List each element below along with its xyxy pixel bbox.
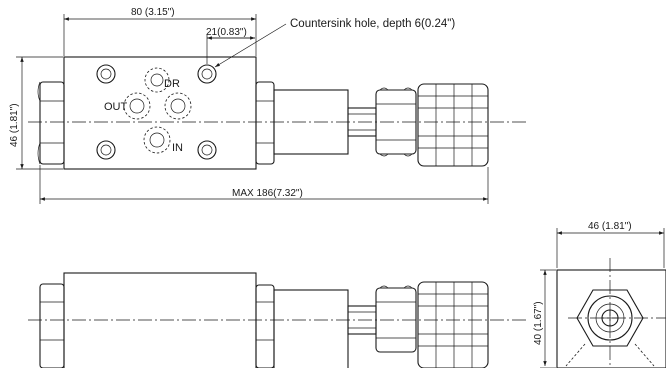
mounting-hole-bottom-right: [197, 140, 217, 160]
dim-top-width: [63, 14, 257, 56]
port-out: [123, 92, 151, 120]
side-lock-nut: [375, 285, 417, 353]
dim-overall-length-text: MAX 186(7.32"): [232, 188, 303, 199]
dim-hole-offset-text: 21(0.83"): [206, 27, 247, 38]
top-lock-nut: [375, 87, 417, 157]
port-in: [143, 126, 171, 154]
side-spring-housing: [273, 289, 349, 368]
side-view: [28, 272, 528, 368]
top-view: DR OUT IN: [9, 7, 528, 204]
top-valve-body: [63, 56, 257, 170]
top-right-hex-nut: [255, 81, 275, 165]
dim-top-height: [16, 56, 63, 170]
dim-overall-length: [39, 165, 489, 204]
dim-top-height-text: 46 (1.81"): [9, 103, 20, 147]
dim-end-height-text: 40 (1.67"): [533, 301, 544, 345]
dim-end-width: [556, 228, 665, 268]
dim-end-width-text: 46 (1.81"): [588, 221, 632, 232]
side-valve-body: [63, 272, 257, 368]
port-label-in: IN: [172, 142, 183, 154]
mounting-hole-bottom-left: [96, 140, 116, 160]
port-label-dr: DR: [164, 78, 180, 90]
port-t: [164, 92, 192, 120]
dim-end-height: [540, 269, 556, 368]
countersink-note: Countersink hole, depth 6(0.24"): [290, 18, 455, 30]
mounting-hole-top-left: [96, 64, 116, 84]
top-adjust-knob: [417, 83, 489, 167]
side-left-hex-nut: [39, 283, 65, 368]
end-view: 46 (1.81") 40 (1.67"): [533, 221, 666, 368]
dim-hole-offset: [206, 34, 255, 64]
countersink-leader: [214, 23, 287, 68]
port-dr: [144, 67, 170, 93]
dim-top-width-text: 80 (3.15"): [131, 7, 175, 18]
top-left-hex-nut: [37, 81, 65, 165]
end-view-outer-circle: [587, 295, 633, 341]
side-right-hex-nut: [255, 284, 275, 368]
mounting-hole-top-right: [197, 64, 217, 84]
port-label-out: OUT: [104, 101, 128, 113]
end-view-body: [556, 269, 666, 368]
side-adjust-knob: [417, 281, 489, 368]
